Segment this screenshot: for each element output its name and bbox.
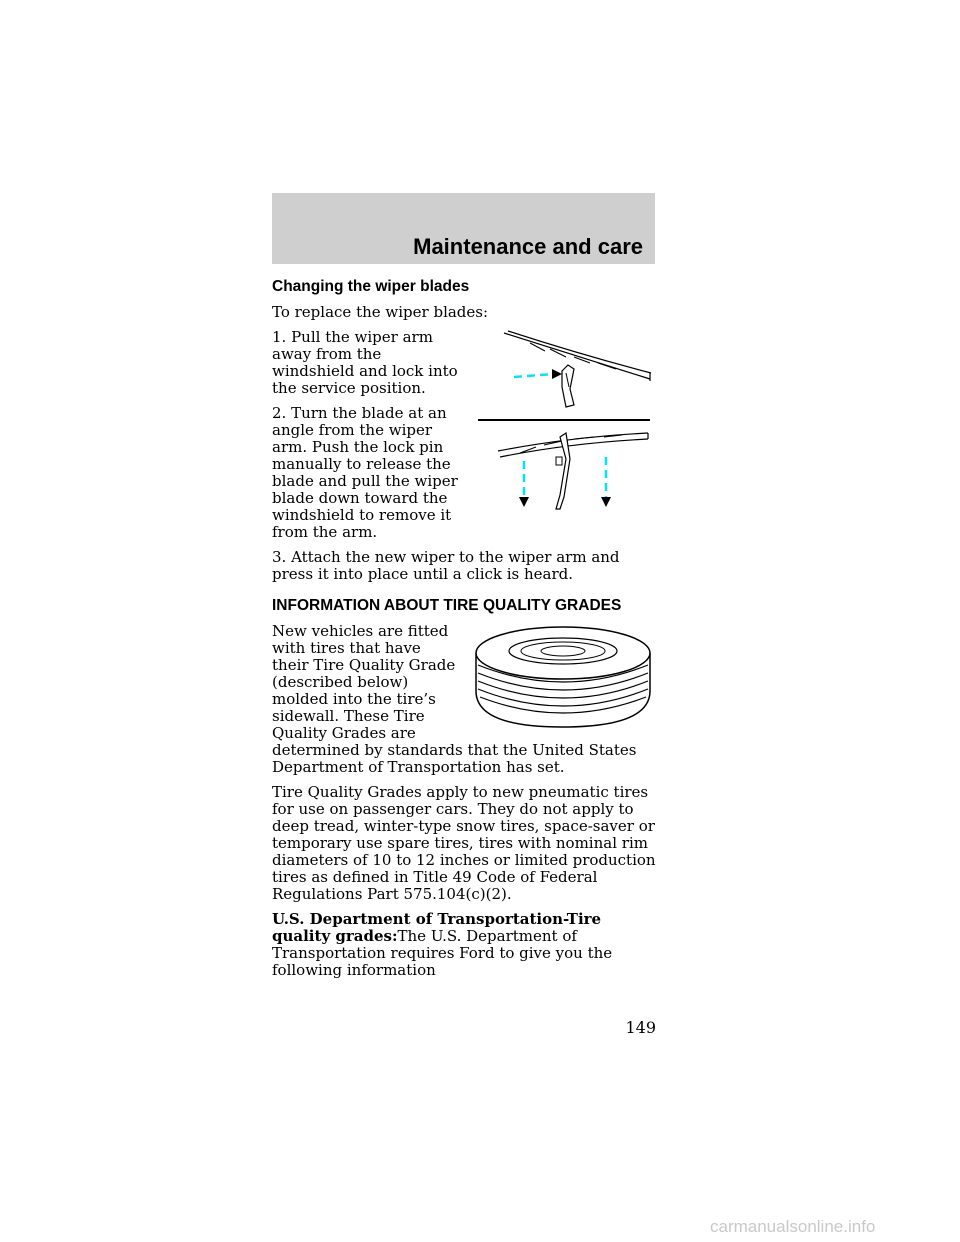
tire-para-3-lead: U.S. Department of Transportation-Tire q…: [272, 910, 602, 945]
tire-icon: [475, 626, 651, 728]
wiper-step-3: 3. Attach the new wiper to the wiper arm…: [272, 548, 620, 583]
section-header-title: Maintenance and care: [413, 234, 643, 259]
wiper-blade-release-icon: [497, 431, 649, 510]
page-number: 149: [625, 1018, 656, 1037]
wiper-step-1: 1. Pull the wiper arm away from the wind…: [272, 328, 458, 397]
tire-illustration: [475, 626, 651, 728]
tire-para-3-body: The U.S. Department of Transportation re…: [272, 927, 613, 979]
wiper-step-2: 2. Turn the blade at an angle from the w…: [272, 404, 458, 541]
page-content: Changing the wiper blades To replace the…: [272, 278, 656, 987]
tire-para-3: U.S. Department of Transportation-Tire q…: [272, 911, 656, 979]
wiper-intro: To replace the wiper blades:: [272, 303, 489, 321]
section-header-bar: Maintenance and care: [272, 193, 655, 264]
tire-para-2: Tire Quality Grades apply to new pneumat…: [272, 783, 656, 903]
wiper-blade-illustration: [478, 330, 652, 510]
wiper-heading: Changing the wiper blades: [272, 278, 470, 295]
watermark: carmanualsonline.info: [710, 1217, 876, 1236]
tire-para-1: New vehicles are fitted with tires that …: [272, 622, 637, 776]
wiper-arm-service-position-icon: [503, 330, 652, 408]
tire-grades-heading: INFORMATION ABOUT TIRE QUALITY GRADES: [272, 597, 622, 614]
